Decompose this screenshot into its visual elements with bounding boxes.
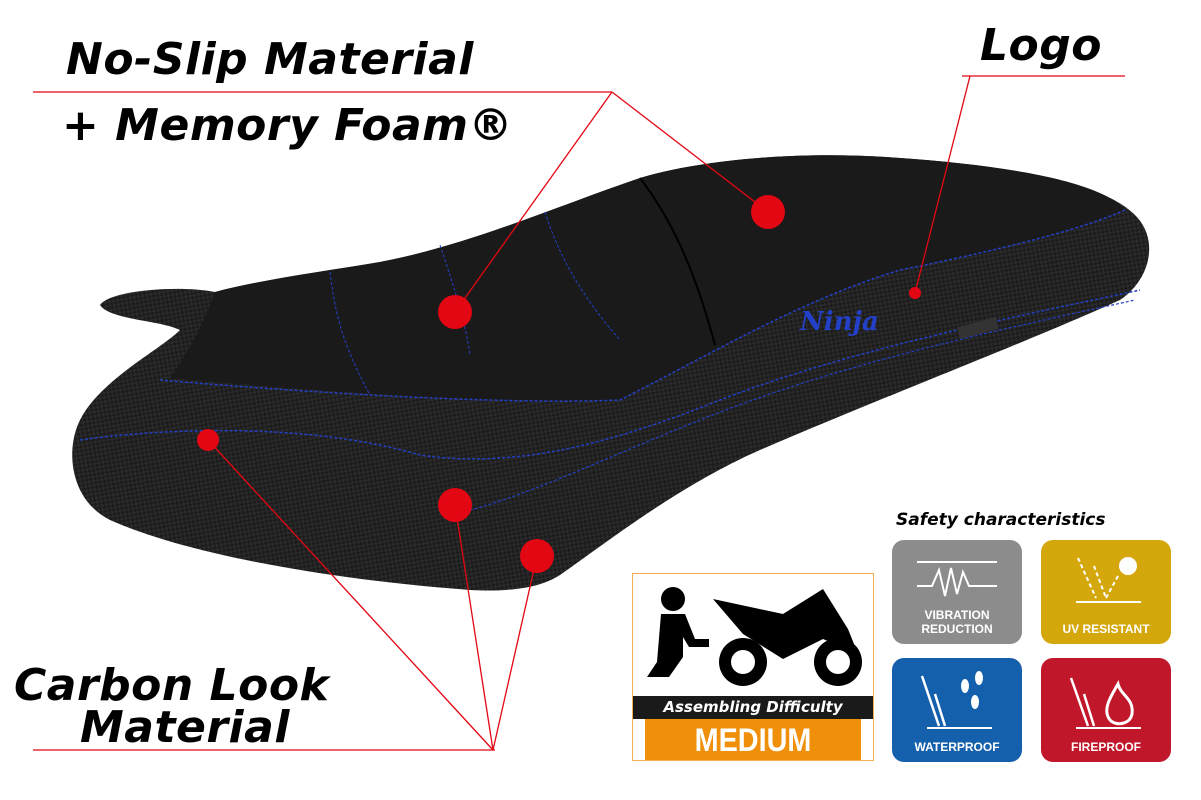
callout-dot-no-slip: [751, 195, 785, 229]
callout-dot-carbon: [520, 539, 554, 573]
safety-waterproof: WATERPROOF: [892, 658, 1022, 762]
vibration-icon: [917, 561, 997, 597]
tile-label: FIREPROOF: [1070, 740, 1141, 754]
seat-top-panel: [170, 155, 1125, 401]
ninja-logo-stitch: Ninja: [799, 307, 879, 337]
assembling-difficulty-badge: Assembling Difficulty MEDIUM: [632, 573, 874, 761]
sun-icon: [1076, 557, 1141, 603]
callout-lines: [33, 75, 1125, 751]
tile-label: REDUCTION: [921, 622, 993, 636]
water-drops-icon: [920, 671, 992, 729]
callout-dot-carbon: [197, 429, 219, 451]
brand-tag: [957, 317, 999, 339]
callout-dot-logo: [909, 287, 921, 299]
safety-fireproof: FIREPROOF: [1041, 658, 1171, 762]
tile-label: WATERPROOF: [914, 740, 1000, 754]
flame-icon: [1069, 677, 1141, 729]
mechanic-motorcycle-icon: [647, 587, 862, 686]
callout-carbon-title: Carbon Look: [14, 660, 330, 711]
callout-dot-carbon: [438, 488, 472, 522]
callout-carbon-title-line2: Material: [80, 702, 290, 753]
tile-label: UV RESISTANT: [1062, 622, 1150, 636]
safety-title: Safety characteristics: [896, 510, 1106, 530]
callout-no-slip-title: No-Slip Material: [66, 34, 474, 85]
callout-memory-foam-title: + Memory Foam®: [62, 100, 513, 151]
tile-label: VIBRATION: [924, 608, 990, 622]
difficulty-level: MEDIUM: [645, 719, 861, 760]
callout-dot-no-slip: [438, 295, 472, 329]
safety-uv-resistant: UV RESISTANT: [1041, 540, 1171, 644]
difficulty-label: Assembling Difficulty: [633, 696, 873, 719]
callout-logo-title: Logo: [980, 20, 1102, 71]
